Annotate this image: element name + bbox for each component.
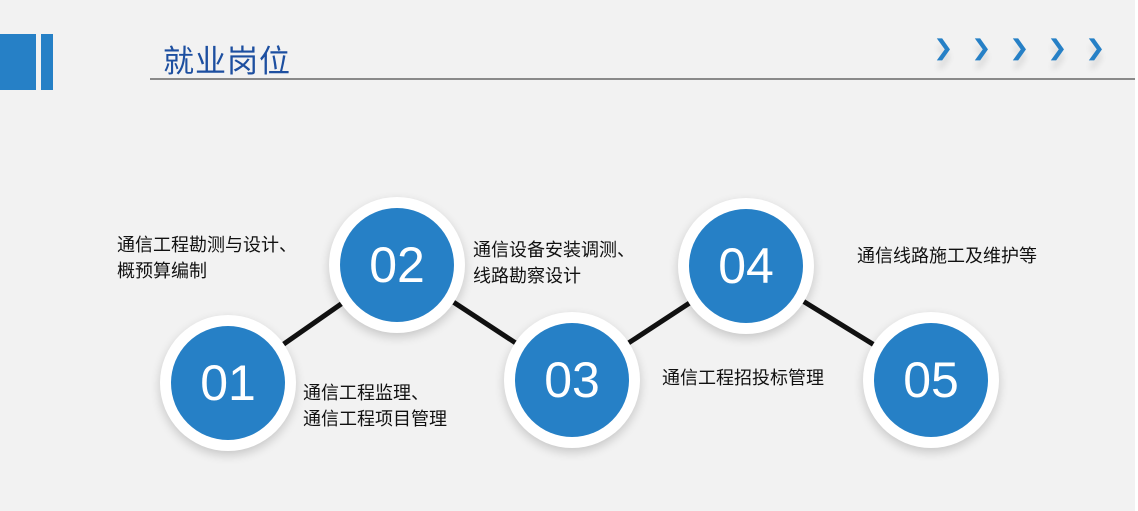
step-circle-04: 04 xyxy=(678,198,814,334)
page-title: 就业岗位 xyxy=(163,44,291,80)
step-number: 04 xyxy=(689,209,803,323)
text-line: 通信工程勘测与设计、 xyxy=(117,235,297,256)
text-line: 概预算编制 xyxy=(117,261,207,282)
step-text-02: 通信工程勘测与设计、概预算编制 xyxy=(117,233,297,285)
decor-bar xyxy=(0,34,36,90)
step-circle-03: 03 xyxy=(504,312,640,448)
chevron-right-icon: ❯ xyxy=(971,36,992,61)
chevron-right-icon: ❯ xyxy=(1085,36,1106,61)
text-line: 通信设备安装调测、 xyxy=(473,240,635,261)
text-line: 通信工程招投标管理 xyxy=(662,368,824,389)
step-circle-02: 02 xyxy=(329,197,465,333)
step-number: 02 xyxy=(340,208,454,322)
step-circle-01: 01 xyxy=(160,315,296,451)
chevron-right-icon: ❯ xyxy=(1009,36,1030,61)
title-divider xyxy=(150,78,1136,80)
text-line: 通信工程项目管理 xyxy=(303,409,447,430)
step-number: 05 xyxy=(874,323,988,437)
chevron-right-icon: ❯ xyxy=(1047,36,1068,61)
text-line: 通信工程监理、 xyxy=(303,383,429,404)
step-text-01: 通信工程监理、通信工程项目管理 xyxy=(303,381,447,433)
step-text-05: 通信线路施工及维护等 xyxy=(857,244,1037,270)
step-text-03: 通信设备安装调测、线路勘察设计 xyxy=(473,238,635,290)
step-number: 01 xyxy=(171,326,285,440)
step-circle-05: 05 xyxy=(863,312,999,448)
decor-bar xyxy=(41,34,53,90)
text-line: 线路勘察设计 xyxy=(473,266,581,287)
step-number: 03 xyxy=(515,323,629,437)
chevron-right-icon: ❯ xyxy=(933,36,954,61)
edge-strip xyxy=(1135,0,1138,511)
text-line: 通信线路施工及维护等 xyxy=(857,246,1037,267)
step-text-04: 通信工程招投标管理 xyxy=(662,366,824,392)
